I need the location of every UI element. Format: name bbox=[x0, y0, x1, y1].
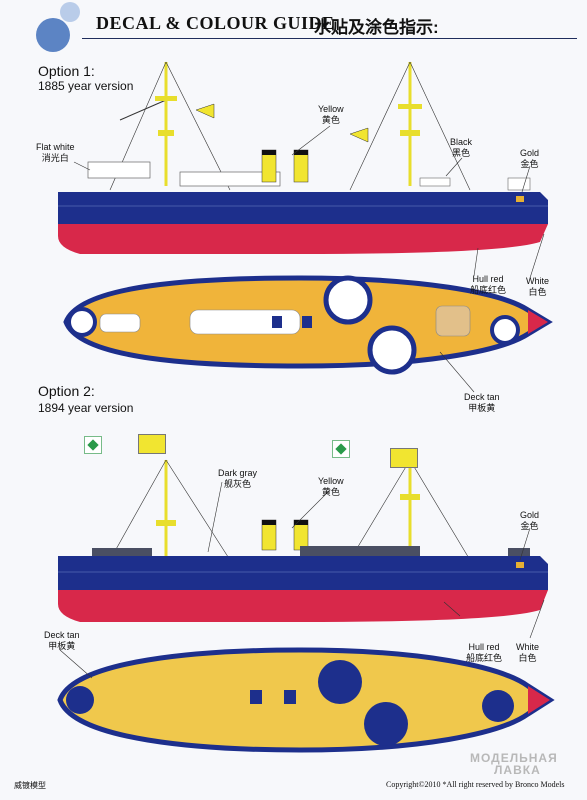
option2-title: Option 2: bbox=[38, 383, 95, 399]
option1-top-view bbox=[63, 275, 553, 375]
option2-side-view bbox=[58, 459, 548, 622]
option1-title: Option 1: bbox=[38, 63, 95, 79]
option2-subtitle: 1894 year version bbox=[38, 401, 134, 415]
jack-flag-icon bbox=[84, 436, 102, 454]
option1-side-view bbox=[58, 61, 548, 254]
option1-subtitle: 1885 year version bbox=[38, 79, 134, 93]
footer-copyright: Copyright©2010 *All right reserved by Br… bbox=[386, 780, 565, 789]
title-rule bbox=[82, 38, 577, 39]
dragon-flag-icon-2 bbox=[390, 448, 418, 468]
logo-circle-big bbox=[36, 18, 70, 52]
page-title-cn: 水贴及涂色指示: bbox=[314, 18, 439, 37]
jack-flag-icon-2 bbox=[332, 440, 350, 458]
watermark: МОДЕЛЬНАЯ ЛАВКА bbox=[470, 751, 558, 777]
page-title: DECAL & COLOUR GUIDE bbox=[96, 13, 335, 33]
footer-left: 威镀模型 bbox=[14, 781, 46, 790]
option2-top-view bbox=[57, 647, 555, 753]
logo-circle-small bbox=[60, 2, 80, 22]
dragon-flag-icon bbox=[138, 434, 166, 454]
leader-lines bbox=[59, 125, 545, 679]
header: DECAL & COLOUR GUIDE 水贴及涂色指示: bbox=[0, 0, 587, 52]
